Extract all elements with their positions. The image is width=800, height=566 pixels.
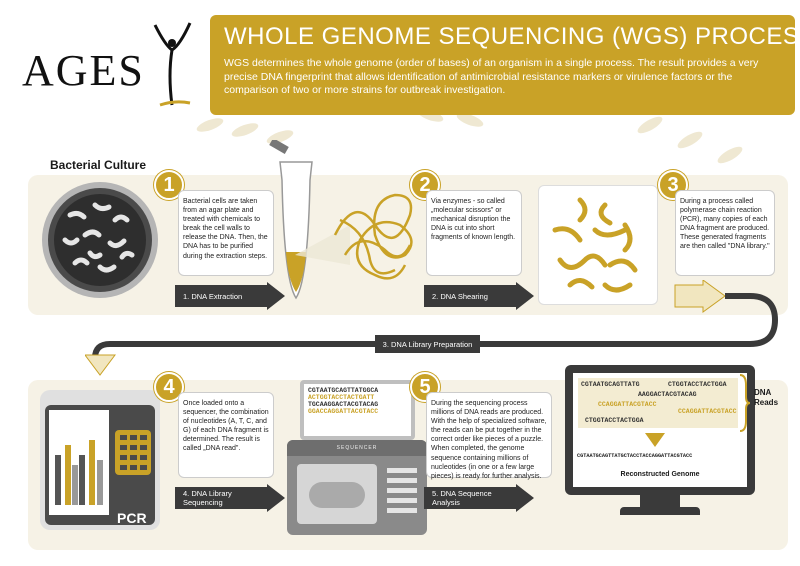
down-arrow-icon bbox=[645, 433, 665, 447]
logo-text: AGES bbox=[22, 46, 145, 95]
connector-loop bbox=[85, 280, 779, 376]
step-1-label: 1. DNA Extraction bbox=[183, 291, 243, 301]
monitor-screen: CGTAATGCAGTTATG CTGGTACCTACTGGA AAGGACTA… bbox=[573, 373, 747, 487]
read-2: CTGGTACCTACTGGA bbox=[668, 381, 727, 388]
dna-tangle-icon bbox=[333, 193, 413, 280]
step-5-label: 5. DNA Sequence Analysis bbox=[432, 489, 492, 507]
sequencer-buttons bbox=[387, 468, 417, 513]
ages-logo: AGES bbox=[22, 45, 145, 96]
screen-line-1: CGTAATGCAGTTATGGCA bbox=[308, 387, 379, 394]
dna-reads-label: DNA Reads bbox=[754, 388, 779, 407]
step-4-arrow bbox=[175, 484, 285, 512]
reconstructed-genome-label: Reconstructed Genome bbox=[620, 471, 700, 478]
reads-area bbox=[578, 378, 738, 428]
sequencer-screen-frame: CGTAATGCAGTTATGGCA ACTGGTACCTACTGATT TGC… bbox=[300, 380, 415, 440]
step-1-arrow bbox=[175, 282, 285, 310]
sequencer-slot bbox=[309, 482, 365, 508]
fragments-panel bbox=[538, 185, 658, 305]
step-3-description: During a process called polymerase chain… bbox=[680, 198, 770, 251]
step-2-box: Via enzymes - so called „molecular sciss… bbox=[426, 190, 522, 276]
sequencer-label: SEQUENCER bbox=[287, 440, 427, 456]
step-2-arrow bbox=[424, 282, 534, 310]
step-4-label: 4. DNA Library Sequencing bbox=[183, 489, 232, 507]
pcr-label: PCR bbox=[117, 510, 147, 526]
read-5: CCAGGATTACGTACC bbox=[678, 408, 737, 415]
dna-helix-decoration bbox=[196, 108, 743, 164]
screen-line-4: GGACCAGGATTACGTACC bbox=[308, 408, 379, 415]
step-1-description: Bacterial cells are taken from an agar p… bbox=[183, 198, 268, 260]
step-3-box: During a process called polymerase chain… bbox=[675, 190, 775, 276]
header-description: WGS determines the whole genome (order o… bbox=[224, 57, 759, 97]
reconstructed-sequence: CGTAATGCAGTTATGCTACCTACCAGGATTACGTACC bbox=[577, 453, 693, 459]
dna-fragments-icon bbox=[552, 197, 638, 293]
monitor-base bbox=[620, 507, 700, 515]
sequencer-body: SEQUENCER bbox=[287, 440, 427, 535]
reads-bracket-icon bbox=[739, 374, 751, 432]
step-4-description: Once loaded onto a sequencer, the combin… bbox=[183, 400, 269, 453]
monitor-frame: CGTAATGCAGTTATG CTGGTACCTACTGGA AAGGACTA… bbox=[565, 365, 755, 495]
step-5-description: During the sequencing process millions o… bbox=[431, 400, 547, 480]
step-5-box: During the sequencing process millions o… bbox=[426, 392, 552, 480]
sequencer-door bbox=[297, 464, 377, 524]
step-5-arrow bbox=[424, 484, 534, 512]
pcr-machine-icon bbox=[40, 390, 160, 530]
petri-dish-icon bbox=[42, 182, 158, 298]
read-3: AAGGACTACGTACAG bbox=[638, 391, 697, 398]
culture-title: Bacterial Culture bbox=[50, 158, 147, 172]
header-banner: WHOLE GENOME SEQUENCING (WGS) PROCESS WG… bbox=[210, 15, 800, 115]
sequencer-screen: CGTAATGCAGTTATGGCA ACTGGTACCTACTGATT TGC… bbox=[304, 384, 411, 436]
read-6: CTGGTACCTACTGGA bbox=[585, 417, 644, 424]
page-title: WHOLE GENOME SEQUENCING (WGS) PROCESS bbox=[224, 23, 800, 50]
screen-line-2: ACTGGTACCTACTGATT bbox=[308, 394, 375, 401]
step-2-description: Via enzymes - so called „molecular sciss… bbox=[431, 198, 516, 242]
test-tube-icon bbox=[269, 140, 313, 300]
read-1: CGTAATGCAGTTATG bbox=[581, 381, 640, 388]
read-4: CCAGGATTACGTACC bbox=[598, 401, 657, 408]
screen-line-3: TGCAAGGACTACGTACAG bbox=[308, 401, 379, 408]
logo-figure-icon bbox=[153, 22, 192, 107]
step-4-box: Once loaded onto a sequencer, the combin… bbox=[178, 392, 274, 478]
monitor-neck bbox=[640, 495, 680, 507]
step-1-box: Bacterial cells are taken from an agar p… bbox=[178, 190, 274, 276]
step-3-label: 3. DNA Library Preparation bbox=[375, 335, 480, 353]
step-2-label: 2. DNA Shearing bbox=[432, 291, 488, 301]
